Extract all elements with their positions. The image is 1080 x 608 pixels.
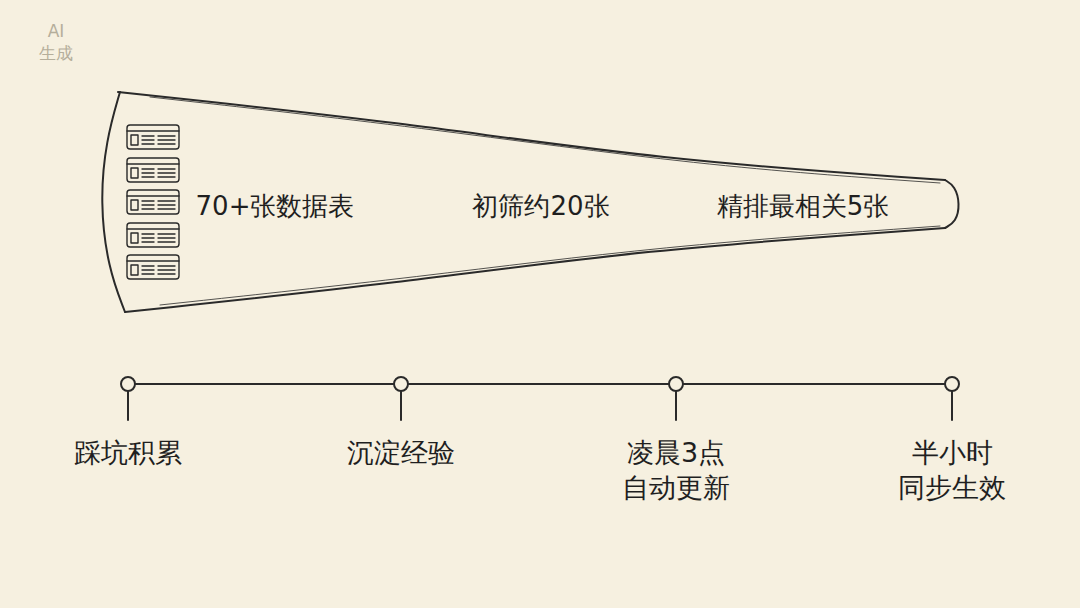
timeline-line [408,383,669,385]
table-icon-frame [127,190,179,214]
timeline-dot [945,377,959,391]
table-icon-row [142,265,154,266]
stage-label: 精排最相关5张 [717,191,890,222]
table-icon-row [158,143,175,144]
table-icon-row [142,208,154,209]
funnel-stroke [945,180,959,228]
table-icon-row [158,273,175,274]
table-icon-row [142,204,154,205]
table-icon-row [158,176,175,177]
funnel-stroke [102,92,125,312]
table-icon-cell [131,233,138,243]
table-icon [127,255,179,279]
timeline-tick [951,391,953,420]
table-icon-frame [127,125,179,149]
timeline-label: 沉淀经验 [347,435,455,470]
table-icon-row [158,135,175,136]
timeline-tick [127,391,129,420]
timeline-dot [121,377,135,391]
timeline-label: 凌晨3点 自动更新 [622,435,730,505]
funnel-stroke [160,226,940,305]
table-icon-row [142,135,154,136]
table-icon-row [142,241,154,242]
timeline-tick [675,391,677,420]
timeline-label: 踩坑积累 [74,435,182,470]
table-icon-row [158,237,175,238]
table-icon [127,190,179,214]
table-icon-header [127,260,179,261]
stage-label: 70+张数据表 [196,191,355,222]
table-icon-row [158,204,175,205]
timeline-dot [394,377,408,391]
table-icon-header [127,228,179,229]
table-icon-frame [127,223,179,247]
table-icon-row [142,176,154,177]
funnel-shape: 70+张数据表 初筛约20张 精排最相关5张 [95,80,970,325]
timeline-tick [400,391,402,420]
table-icon-row [142,233,154,234]
table-icon [127,125,179,149]
table-icon-row [142,139,154,140]
funnel-stroke [125,228,945,312]
table-icon-row [158,208,175,209]
table-icon-row [158,168,175,169]
table-icon-cell [131,200,138,210]
table-icon-header [127,130,179,131]
table-icon-header [127,163,179,164]
table-icon-row [142,237,154,238]
table-icon-row [142,172,154,173]
table-icon-row [158,265,175,266]
table-icon-row [142,143,154,144]
timeline-line [135,383,394,385]
table-icon-row [158,200,175,201]
timeline-label: 半小时 同步生效 [898,435,1006,505]
table-icon-row [158,269,175,270]
timeline-dot [669,377,683,391]
table-icon-row [142,200,154,201]
table-icon-header [127,195,179,196]
table-icon [127,223,179,247]
table-icon-cell [131,135,138,145]
watermark: AI 生成 [39,20,73,64]
table-icon-row [142,273,154,274]
table-icon-row [158,233,175,234]
table-icon-row [158,172,175,173]
timeline-line [683,383,945,385]
table-icon-frame [127,255,179,279]
stage-label: 初筛约20张 [472,191,609,222]
table-icon-row [158,139,175,140]
table-icon-cell [131,265,138,275]
table-icon-frame [127,158,179,182]
table-icon-cell [131,168,138,178]
funnel-stroke [150,97,940,183]
table-icon-row [158,241,175,242]
funnel-stroke [118,92,945,180]
table-icon [127,158,179,182]
table-icon-row [142,168,154,169]
table-icon-row [142,269,154,270]
